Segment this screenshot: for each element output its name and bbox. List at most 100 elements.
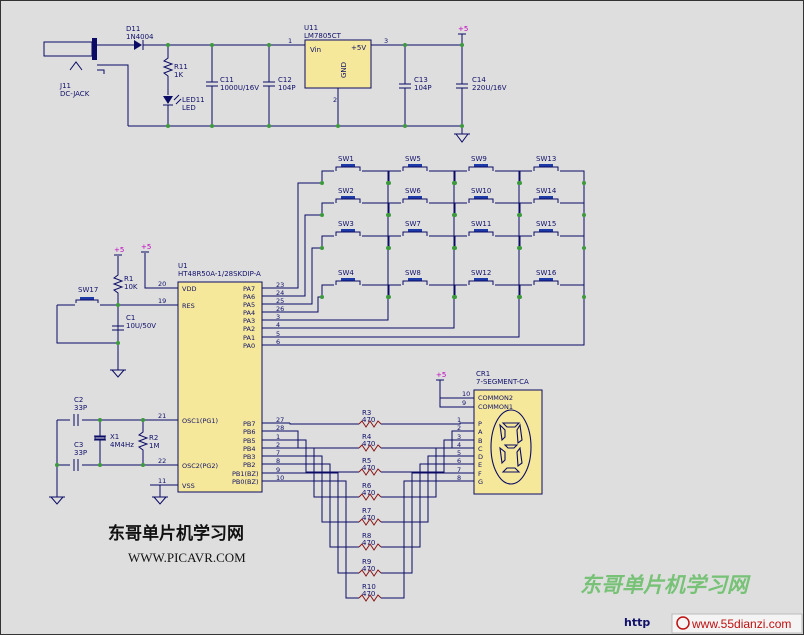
switch-button xyxy=(539,229,553,232)
wire xyxy=(290,183,455,329)
wire xyxy=(402,280,428,285)
pin-res-num: 19 xyxy=(158,297,166,305)
pin-vss-num: 11 xyxy=(158,477,166,485)
key-switch-sw2: SW2 xyxy=(320,187,390,217)
mcu-pin-num: 1 xyxy=(276,433,280,441)
switch-label: SW9 xyxy=(471,155,487,163)
switch-label: SW5 xyxy=(405,155,421,163)
pin-osc1-num: 21 xyxy=(158,412,166,420)
switch-button xyxy=(408,278,422,281)
mcu-part: HT48R50A-1/28SKDIP-A xyxy=(178,270,261,278)
mcu-pin-name: PA7 xyxy=(243,285,255,293)
junction-dot xyxy=(387,181,391,185)
wire xyxy=(362,284,389,297)
reg-vout-label: +5V xyxy=(351,44,366,52)
r1-ref: R1 xyxy=(124,275,133,283)
wire xyxy=(533,280,559,285)
pin-vdd-label: VDD xyxy=(182,285,196,293)
wire xyxy=(560,202,585,215)
wire xyxy=(454,202,467,215)
seven-segment-display: CR1 7-SEGMENT-CA COMMON2 COMMON1 10 9 +5… xyxy=(436,370,543,495)
resistor-ref: R3 xyxy=(362,409,371,417)
switch-button xyxy=(474,229,488,232)
junction-dot xyxy=(453,213,457,217)
resistor-value: 470 xyxy=(362,539,375,547)
wire xyxy=(495,235,520,248)
c12-ref: C12 xyxy=(278,76,292,84)
c2-ref: C2 xyxy=(74,396,83,404)
resistor-value: 470 xyxy=(362,590,375,598)
corner-site: www.55dianzi.com xyxy=(691,617,791,631)
switch-label: SW3 xyxy=(338,220,354,228)
switch-button xyxy=(341,164,355,167)
mcu-ref: U1 xyxy=(178,262,188,270)
x1-value: 4M4Hz xyxy=(110,441,134,449)
diode-ref: D11 xyxy=(126,25,140,33)
r2-ref: R2 xyxy=(149,434,158,442)
pin-osc2-num: 22 xyxy=(158,457,166,465)
resistor-ref: R4 xyxy=(362,433,372,441)
wire xyxy=(290,472,359,574)
diode-d11: D11 1N4004 xyxy=(126,25,168,50)
pin-vdd-num: 20 xyxy=(158,280,166,288)
wire xyxy=(388,202,401,215)
c12-value: 104P xyxy=(278,84,296,92)
switch-label: SW8 xyxy=(405,269,421,277)
switch-button xyxy=(341,196,355,199)
reg-vin-label: Vin xyxy=(310,46,321,54)
segment-pin-num: 5 xyxy=(457,449,461,457)
mcu-pin-num: 25 xyxy=(276,297,284,305)
segment-pin-num: 3 xyxy=(457,433,461,441)
junction-dot xyxy=(453,181,457,185)
wire xyxy=(290,455,359,523)
wire xyxy=(388,170,401,183)
cap-c12: C12 104P xyxy=(263,45,296,126)
wire xyxy=(402,198,428,203)
junction-dot xyxy=(518,246,522,250)
switch-button xyxy=(474,196,488,199)
segment-glyph xyxy=(490,409,532,485)
led-ref: LED11 xyxy=(182,96,205,104)
switch-button xyxy=(408,196,422,199)
wire xyxy=(290,463,359,548)
wire xyxy=(381,463,474,548)
mcu-pin-name: PA6 xyxy=(243,293,255,301)
pin-osc2-label: OSC2(PG2) xyxy=(182,462,218,470)
mcu-pin-num: 26 xyxy=(276,305,284,313)
mcu-pin-name: PB4 xyxy=(243,445,256,453)
resistor-value: 470 xyxy=(362,440,375,448)
junction-dot xyxy=(582,181,586,185)
wire xyxy=(454,235,467,248)
wire xyxy=(321,170,334,183)
resistor-ref: R6 xyxy=(362,482,372,490)
switch-label: SW10 xyxy=(471,187,491,195)
wire xyxy=(454,284,467,297)
switch-label: SW16 xyxy=(536,269,557,277)
wire xyxy=(358,493,382,501)
segment-pin-name: D xyxy=(478,453,483,461)
mcu-pin-num: 5 xyxy=(276,330,280,338)
junction-dot xyxy=(518,295,522,299)
switch-button xyxy=(341,229,355,232)
wire xyxy=(495,284,520,297)
corner-logo: www.55dianzi.com xyxy=(671,613,803,634)
wire xyxy=(290,182,322,289)
junction-dot xyxy=(387,246,391,250)
mcu-pin-num: 3 xyxy=(276,313,280,321)
segment-pin-name: E xyxy=(478,461,482,469)
wire xyxy=(321,235,334,248)
switch-button xyxy=(408,164,422,167)
junction-dot xyxy=(582,295,586,299)
resistor-value: 470 xyxy=(362,489,375,497)
wire xyxy=(290,214,322,297)
segment-pin-num: 4 xyxy=(457,441,461,449)
vcc-label-display: +5 xyxy=(436,371,446,379)
c11-value: 1000U/16V xyxy=(220,84,259,92)
junction-dot xyxy=(453,246,457,250)
junction-dot xyxy=(320,213,324,217)
watermark-cn: 东哥单片机学习网 xyxy=(580,573,751,597)
wire xyxy=(519,235,532,248)
corner-http: http xyxy=(624,616,650,629)
